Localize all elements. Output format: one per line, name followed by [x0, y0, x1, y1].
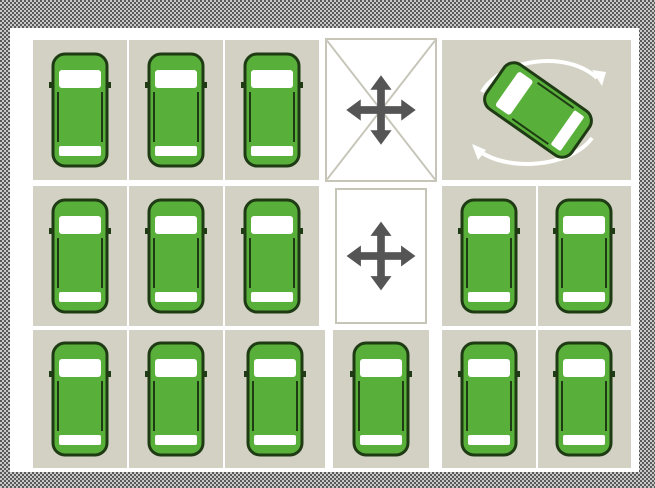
tile-r1-c1[interactable]	[33, 40, 127, 180]
car-icon	[129, 330, 223, 468]
car-icon	[442, 330, 536, 468]
car-icon	[225, 186, 319, 326]
tile-r3-c1[interactable]	[33, 330, 127, 468]
car-icon	[129, 40, 223, 180]
car-icon	[333, 330, 429, 468]
car-icon	[33, 330, 127, 468]
car-icon	[442, 186, 536, 326]
move-arrows-icon	[337, 190, 425, 322]
tile-r3-c2[interactable]	[129, 330, 223, 468]
tile-r2-c3[interactable]	[225, 186, 319, 326]
tile-r1-c5-rotating-car[interactable]	[442, 40, 631, 180]
tile-r3-c5[interactable]	[442, 330, 536, 468]
tile-r2-c6[interactable]	[538, 186, 631, 326]
car-icon	[129, 186, 223, 326]
move-arrows-icon	[327, 40, 435, 180]
tile-r2-c4-empty[interactable]	[335, 188, 427, 324]
tile-r3-c4[interactable]	[333, 330, 429, 468]
car-icon	[538, 186, 631, 326]
car-icon	[33, 186, 127, 326]
tile-r3-c3[interactable]	[225, 330, 325, 468]
car-icon	[225, 330, 325, 468]
car-icon	[33, 40, 127, 180]
tile-r2-c2[interactable]	[129, 186, 223, 326]
parking-board	[10, 28, 639, 472]
tile-r1-c4-empty[interactable]	[325, 38, 437, 182]
car-icon	[538, 330, 631, 468]
tile-r1-c3[interactable]	[225, 40, 319, 180]
tile-r3-c6[interactable]	[538, 330, 631, 468]
car-icon	[225, 40, 319, 180]
rotate-arrows-icon	[442, 40, 631, 180]
tile-r2-c5[interactable]	[442, 186, 536, 326]
tile-r1-c2[interactable]	[129, 40, 223, 180]
tile-r2-c1[interactable]	[33, 186, 127, 326]
